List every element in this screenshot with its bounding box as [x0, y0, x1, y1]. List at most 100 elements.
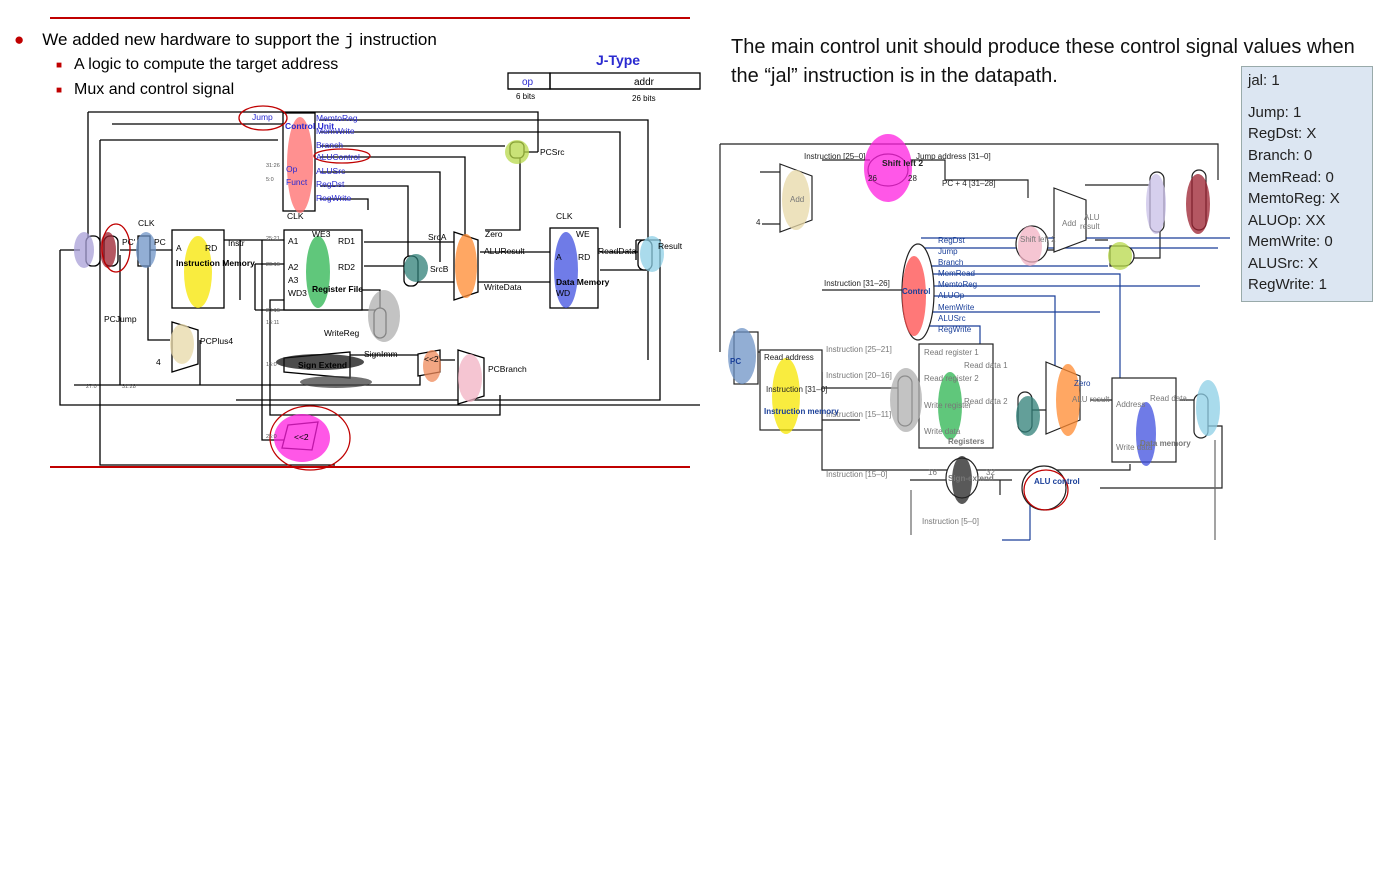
highlight-regdst-mux-r — [890, 368, 922, 432]
highlight-writereg-mux — [368, 290, 400, 342]
left-datapath: op addr 6 bits 26 bits — [59, 72, 701, 466]
label-branch: Branch — [316, 140, 343, 150]
top-rule — [50, 17, 690, 19]
signal-alusrc: ALUSrc: X — [1248, 255, 1319, 272]
highlight-regfile — [306, 236, 330, 308]
label-rd2: RD2 — [338, 262, 355, 272]
rlabel-read-data2: Read data 2 — [964, 397, 1008, 406]
right-title: The main control unit should produce the… — [731, 36, 1355, 87]
highlight-dmem — [554, 232, 578, 308]
highlight-alusrc-mux-r — [1016, 396, 1040, 436]
label-bits-15-0: 15:0 — [266, 362, 277, 368]
label-dmem-a: A — [556, 252, 562, 262]
rlabel-pc: PC — [730, 357, 741, 366]
rlabel-pc4: PC + 4 [31–28] — [942, 179, 996, 188]
highlight-sign-extend2 — [300, 376, 372, 388]
rlabel-memread: MemRead — [938, 269, 975, 278]
rlabel-instr25-0: Instruction [25–0] — [804, 152, 865, 161]
circle-jump — [238, 105, 288, 131]
highlight-dmem-r — [1136, 402, 1156, 466]
label-shl2-jump: <<2 — [294, 432, 309, 442]
label-regwrite: RegWrite — [316, 193, 352, 203]
label-bits-31-26: 31:26 — [266, 163, 280, 169]
label-srcb: SrcB — [430, 264, 449, 274]
jtype-op: op — [522, 77, 534, 88]
label-control-unit: Control Unit — [285, 121, 334, 131]
rlabel-write-register: Write register — [924, 401, 972, 410]
rlabel-instr31-26: Instruction [31–26] — [824, 279, 890, 288]
highlight-shift-jump — [274, 414, 330, 462]
circle-alu-control — [1023, 469, 1069, 511]
highlight-alu — [455, 234, 477, 298]
highlight-imem-r — [772, 358, 800, 434]
rlabel-alu-branch: ALU — [1084, 213, 1100, 222]
rlabel-instr20-16: Instruction [20–16] — [826, 371, 892, 380]
rlabel-32: 32 — [986, 468, 995, 477]
bullet-code: j — [344, 32, 355, 51]
label-clk-pc: CLK — [138, 218, 155, 228]
label-we3: WE3 — [312, 229, 331, 239]
label-rd: RD — [205, 243, 217, 253]
highlight-imem — [184, 236, 212, 308]
label-a1: A1 — [288, 236, 299, 246]
rlabel-control: Control — [902, 287, 930, 296]
rlabel-zero: Zero — [1074, 379, 1091, 388]
left-annotations — [101, 105, 371, 471]
right-annotations — [1023, 469, 1069, 511]
signal-aluop: ALUOp: XX — [1248, 212, 1326, 229]
circle-mux — [101, 223, 131, 273]
label-register-file: Register File — [312, 284, 363, 294]
rlabel-26: 26 — [868, 174, 877, 183]
rlabel-registers: Registers — [948, 437, 985, 446]
rlabel-alusrc: ALUSrc — [938, 314, 966, 323]
jtype-title: J-Type — [596, 52, 641, 68]
highlight-sign-extend-r — [952, 456, 972, 504]
rlabel-shift-left2: Shift left 2 — [882, 158, 923, 168]
highlight-control-r — [902, 256, 926, 336]
label-jump: Jump — [252, 112, 273, 122]
bullet-dot-icon: ● — [14, 30, 25, 49]
rlabel-add: Add — [790, 195, 804, 204]
label-memwrite: MemWrite — [316, 126, 355, 136]
rlabel-read-address: Read address — [764, 353, 814, 362]
highlight-sign-extend — [276, 354, 364, 370]
label-bits-5-0: 5:0 — [266, 177, 274, 183]
right-labels: Instruction [25–0] Shift left 2 26 28 Ju… — [730, 152, 1191, 526]
rlabel-jump: Jump — [938, 247, 958, 256]
rlabel-aluop: ALUOp — [938, 291, 965, 300]
label-alusrc: ALUSrc — [316, 166, 346, 176]
bullet-text-end: instruction — [354, 30, 437, 49]
rlabel-instr25-21: Instruction [25–21] — [826, 345, 892, 354]
rlabel-result-branch: result — [1080, 222, 1100, 231]
rlabel-sign-extend: Sign-extend — [948, 474, 994, 483]
rlabel-16: 16 — [928, 468, 937, 477]
rlabel-data-memory: Data memory — [1140, 439, 1191, 448]
rlabel-jump-address: Jump address [31–0] — [916, 152, 991, 161]
highlight-and-gate — [505, 140, 529, 164]
label-op: Op — [286, 164, 298, 174]
highlight-alu-r — [1056, 364, 1080, 436]
label-instruction-memory: Instruction Memory — [176, 258, 255, 268]
highlight-shift-jump-r — [864, 134, 912, 202]
jtype-addr-bits: 26 bits — [632, 94, 656, 103]
signal-regwrite: RegWrite: 1 — [1248, 276, 1327, 293]
rlabel-memwrite: MemWrite — [938, 303, 975, 312]
rlabel-instr15-11: Instruction [15–11] — [826, 410, 891, 419]
highlight-pc-r — [728, 328, 756, 384]
label-shl2-branch: <<2 — [424, 354, 439, 364]
label-wd: WD — [556, 288, 570, 298]
rlabel-branch: Branch — [938, 258, 963, 267]
label-a2: A2 — [288, 262, 299, 272]
label-result: Result — [658, 241, 683, 251]
rlabel-write-data-mem: Write data — [1116, 443, 1153, 452]
rlabel-regwrite: RegWrite — [938, 325, 972, 334]
main-bullet: ● We added new hardware to support the j… — [14, 30, 437, 51]
rlabel-instr5-0: Instruction [5–0] — [922, 517, 979, 526]
rlabel-28: 28 — [908, 174, 917, 183]
highlight-memtoreg-mux-r — [1196, 380, 1220, 436]
label-we: WE — [576, 229, 590, 239]
label-pcplus4: PCPlus4 — [200, 336, 233, 346]
rlabel-regdst: RegDst — [938, 236, 965, 245]
label-dmem-rd: RD — [578, 252, 590, 262]
